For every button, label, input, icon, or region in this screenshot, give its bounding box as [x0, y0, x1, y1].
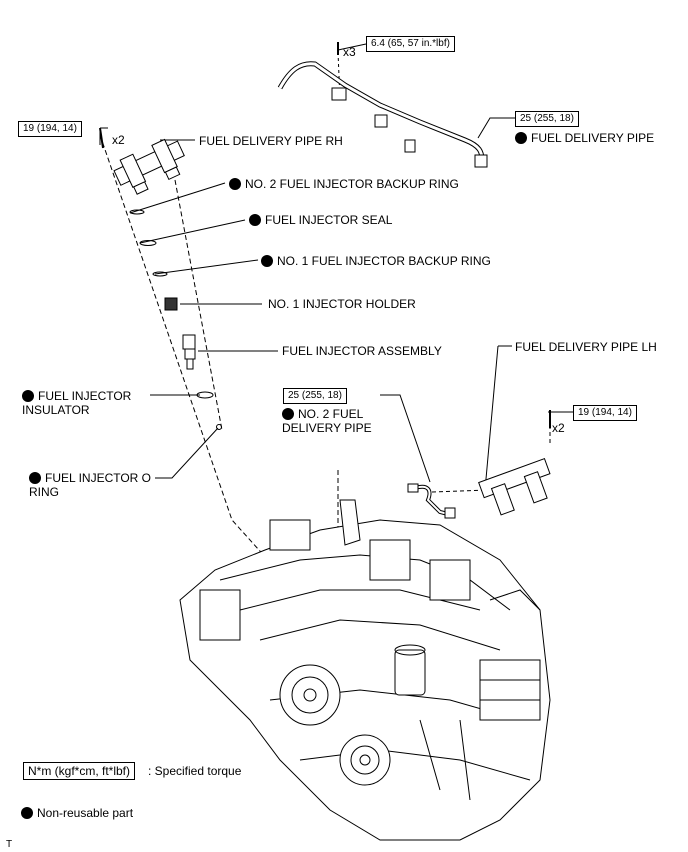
label-no1-injector-holder: NO. 1 INJECTOR HOLDER — [268, 297, 416, 311]
qty-rh-bolts: x2 — [112, 133, 125, 147]
legend-torque-unit: N*m (kgf*cm, ft*lbf) — [23, 762, 136, 780]
legend-non-reusable-text: Non-reusable part — [37, 806, 134, 820]
corner-mark: T — [6, 839, 13, 850]
label-fuel-injector-assembly: FUEL INJECTOR ASSEMBLY — [282, 344, 442, 358]
non-reusable-dot-icon — [261, 255, 273, 267]
qty-lh-bolts: x2 — [552, 421, 565, 435]
label-text: FUEL INJECTOR O RING — [29, 471, 152, 499]
non-reusable-dot-icon — [249, 214, 261, 226]
label-text: FUEL INJECTOR INSULATOR — [22, 389, 132, 417]
label-fuel-injector-o-ring: FUEL INJECTOR O RING — [29, 471, 159, 499]
non-reusable-dot-icon — [21, 807, 33, 819]
torque-bolt-top: 6.4 (65, 57 in.*lbf) — [366, 36, 455, 52]
torque-lh-bolt: 19 (194, 14) — [573, 405, 637, 421]
label-text: NO. 1 INJECTOR HOLDER — [268, 297, 416, 311]
non-reusable-dot-icon — [282, 408, 294, 420]
label-fuel-delivery-pipe-rh: FUEL DELIVERY PIPE RH — [199, 134, 343, 148]
label-no2-fuel-injector-backup-ring: NO. 2 FUEL INJECTOR BACKUP RING — [229, 177, 459, 191]
non-reusable-dot-icon — [515, 132, 527, 144]
label-text: NO. 1 FUEL INJECTOR BACKUP RING — [277, 254, 491, 268]
label-no2-fuel-delivery-pipe: NO. 2 FUEL DELIVERY PIPE — [282, 407, 382, 435]
label-fuel-delivery-pipe: FUEL DELIVERY PIPE — [515, 131, 654, 145]
legend-torque-desc: : Specified torque — [148, 764, 242, 778]
torque-no2-pipe: 25 (255, 18) — [283, 388, 347, 404]
torque-pipe-right: 25 (255, 18) — [515, 111, 579, 127]
non-reusable-dot-icon — [229, 178, 241, 190]
non-reusable-dot-icon — [29, 472, 41, 484]
label-text: NO. 2 FUEL DELIVERY PIPE — [282, 407, 372, 435]
legend-non-reusable: Non-reusable part — [21, 806, 133, 820]
label-text: FUEL INJECTOR SEAL — [265, 213, 393, 227]
non-reusable-dot-icon — [22, 390, 34, 402]
qty-top-bolts: x3 — [343, 45, 356, 59]
label-no1-fuel-injector-backup-ring: NO. 1 FUEL INJECTOR BACKUP RING — [261, 254, 491, 268]
torque-rh-bolt: 19 (194, 14) — [18, 121, 82, 137]
label-fuel-injector-insulator: FUEL INJECTOR INSULATOR — [22, 389, 147, 417]
label-text: FUEL DELIVERY PIPE RH — [199, 134, 343, 148]
label-text: FUEL DELIVERY PIPE LH — [515, 340, 657, 354]
label-text: FUEL DELIVERY PIPE — [531, 131, 655, 145]
label-text: NO. 2 FUEL INJECTOR BACKUP RING — [245, 177, 459, 191]
label-fuel-delivery-pipe-lh: FUEL DELIVERY PIPE LH — [515, 340, 657, 354]
label-text: FUEL INJECTOR ASSEMBLY — [282, 344, 442, 358]
label-fuel-injector-seal: FUEL INJECTOR SEAL — [249, 213, 392, 227]
